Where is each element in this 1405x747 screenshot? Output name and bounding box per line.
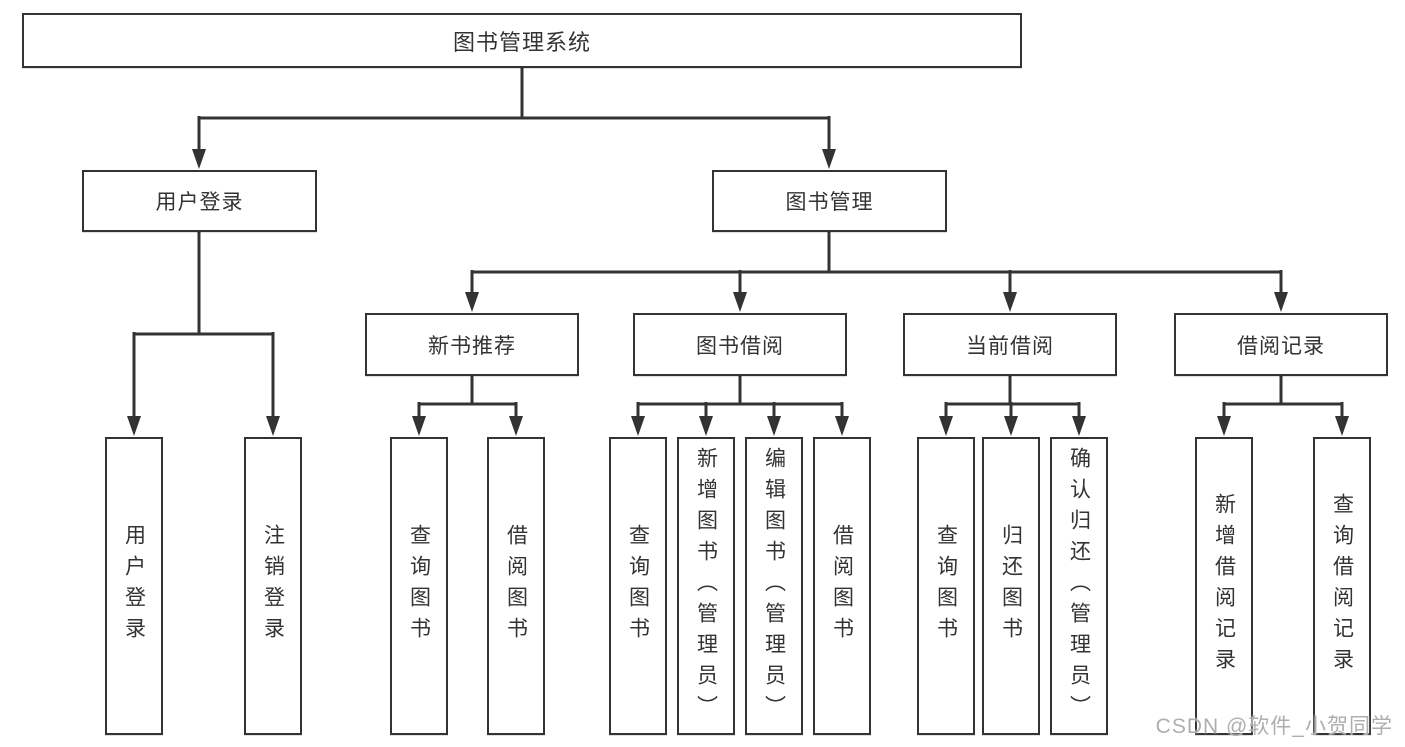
arrow-down-icon — [1217, 416, 1231, 436]
node-label: 图书借阅 — [696, 334, 784, 358]
connector-level3-subtrees — [417, 376, 1344, 419]
arrow-down-icon — [822, 149, 836, 169]
arrow-down-icon — [1274, 292, 1288, 312]
node-label: 借阅图书 — [504, 524, 528, 648]
node-borrow-record: 借阅记录 — [1174, 313, 1388, 376]
node-label: 编辑图书（管理员） — [762, 446, 786, 726]
node-label: 查询图书 — [626, 524, 650, 648]
node-new-book-recommend: 新书推荐 — [365, 313, 579, 376]
node-label: 新增图书（管理员） — [694, 446, 718, 726]
node-label: 新书推荐 — [428, 334, 516, 358]
arrow-down-icon — [1335, 416, 1349, 436]
node-label: 用户登录 — [122, 524, 146, 648]
node-label: 归还图书 — [999, 524, 1023, 648]
leaf-add-book-admin: 新增图书（管理员） — [677, 437, 735, 735]
arrow-down-icon — [939, 416, 953, 436]
arrow-down-icon — [699, 416, 713, 436]
node-book-management: 图书管理 — [712, 170, 947, 232]
leaf-edit-book-admin: 编辑图书（管理员） — [745, 437, 803, 735]
csdn-watermark: CSDN @软件_小贺同学 — [1155, 715, 1393, 738]
node-label: 当前借阅 — [966, 334, 1054, 358]
arrow-down-icon — [266, 416, 280, 436]
node-label: 借阅记录 — [1237, 334, 1325, 358]
arrow-down-icon — [631, 416, 645, 436]
arrow-down-icon — [1003, 292, 1017, 312]
node-label: 借阅图书 — [830, 524, 854, 648]
leaf-query-borrow-record: 查询借阅记录 — [1313, 437, 1371, 735]
arrow-down-icon — [127, 416, 141, 436]
arrow-down-icon — [465, 292, 479, 312]
leaf-add-borrow-record: 新增借阅记录 — [1195, 437, 1253, 735]
connector-mgmt-to-level3 — [470, 232, 1283, 295]
arrow-down-icon — [733, 292, 747, 312]
node-root-system: 图书管理系统 — [22, 13, 1022, 68]
leaf-query-book-3: 查询图书 — [917, 437, 975, 735]
arrow-down-icon — [767, 416, 781, 436]
connector-login-subtree — [132, 232, 275, 419]
node-user-login: 用户登录 — [82, 170, 317, 232]
leaf-query-book-2: 查询图书 — [609, 437, 667, 735]
arrow-down-icon — [192, 149, 206, 169]
leaf-borrow-book-2: 借阅图书 — [813, 437, 871, 735]
node-label: 查询图书 — [407, 524, 431, 648]
connector-root-to-level2 — [197, 68, 831, 152]
arrow-down-icon — [412, 416, 426, 436]
node-label: 查询借阅记录 — [1330, 493, 1354, 679]
arrow-down-icon — [835, 416, 849, 436]
leaf-query-book-1: 查询图书 — [390, 437, 448, 735]
leaf-user-login: 用户登录 — [105, 437, 163, 735]
node-label: 注销登录 — [261, 524, 285, 648]
arrow-down-icon — [1072, 416, 1086, 436]
arrowheads — [127, 149, 1349, 436]
arrow-down-icon — [1004, 416, 1018, 436]
node-label: 新增借阅记录 — [1212, 493, 1236, 679]
arrow-down-icon — [509, 416, 523, 436]
node-label: 确认归还（管理员） — [1067, 446, 1091, 726]
node-label: 图书管理 — [785, 191, 874, 214]
node-label: 图书管理系统 — [452, 29, 591, 55]
node-book-borrow: 图书借阅 — [633, 313, 847, 376]
leaf-borrow-book-1: 借阅图书 — [487, 437, 545, 735]
leaf-logout: 注销登录 — [244, 437, 302, 735]
leaf-confirm-return-admin: 确认归还（管理员） — [1050, 437, 1108, 735]
node-label: 用户登录 — [155, 191, 244, 214]
node-label: 查询图书 — [934, 524, 958, 648]
node-current-borrow: 当前借阅 — [903, 313, 1117, 376]
leaf-return-book: 归还图书 — [982, 437, 1040, 735]
